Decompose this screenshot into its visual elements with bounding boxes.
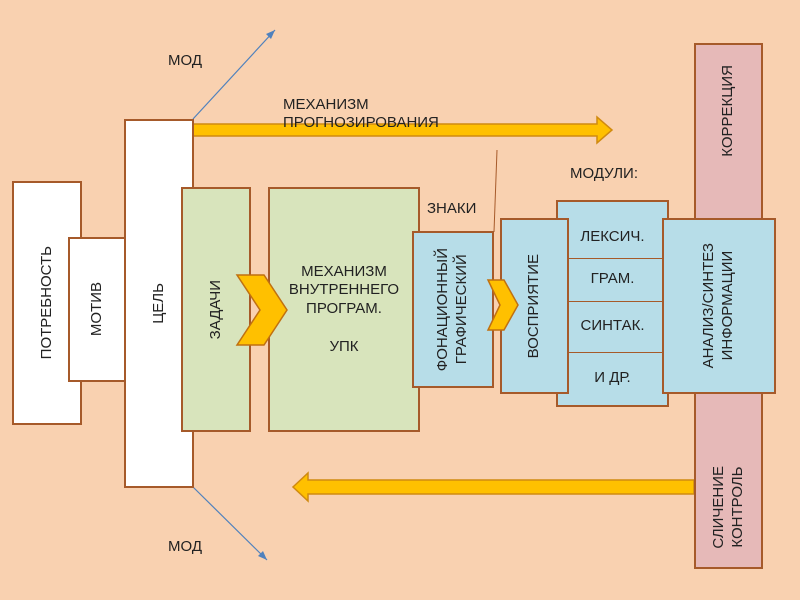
correction-box: КОРРЕКЦИЯ bbox=[694, 43, 763, 233]
phonation-box: ФОНАЦИОННЫЙ ГРАФИЧЕСКИЙ bbox=[412, 231, 494, 388]
signs-label: ЗНАКИ bbox=[427, 200, 477, 217]
comparison-box: СЛИЧЕНИЕ КОНТРОЛЬ bbox=[694, 390, 763, 569]
mod-bottom-arrowhead bbox=[258, 551, 267, 560]
analysis-box: АНАЛИЗ/СИНТЕЗ ИНФОРМАЦИИ bbox=[662, 218, 776, 394]
mod-bottom-line bbox=[192, 486, 268, 561]
module-row: ГРАМ. bbox=[558, 258, 667, 302]
goal-label: ЦЕЛЬ bbox=[149, 283, 167, 324]
inner-program-label: МЕХАНИЗМ ВНУТРЕННЕГО ПРОГРАМ. УПК bbox=[288, 262, 400, 355]
need-label: ПОТРЕБНОСТЬ bbox=[37, 246, 55, 360]
mod-top-arrowhead bbox=[266, 30, 275, 39]
motive-label: МОТИВ bbox=[87, 282, 105, 337]
module-row: И ДР. bbox=[558, 352, 667, 405]
analysis-label: АНАЛИЗ/СИНТЕЗ ИНФОРМАЦИИ bbox=[700, 243, 736, 369]
module-label: СИНТАК. bbox=[580, 317, 645, 335]
tasks-label: ЗАДАЧИ bbox=[206, 279, 224, 340]
mod-bottom-label: МОД bbox=[168, 538, 202, 555]
mod-top-label: МОД bbox=[168, 52, 202, 69]
forecast-label: МЕХАНИЗМ ПРОГНОЗИРОВАНИЯ bbox=[283, 96, 439, 131]
perception-box: ВОСПРИЯТИЕ bbox=[500, 218, 569, 394]
comparison-label: СЛИЧЕНИЕ КОНТРОЛЬ bbox=[709, 466, 746, 549]
signs-line bbox=[493, 149, 498, 233]
forecast-arrow bbox=[192, 115, 614, 145]
inner-program-box: МЕХАНИЗМ ВНУТРЕННЕГО ПРОГРАМ. УПК bbox=[268, 187, 420, 432]
module-label: ЛЕКСИЧ. bbox=[580, 227, 645, 245]
module-label: И ДР. bbox=[594, 369, 631, 387]
modules-box: ЛЕКСИЧ. ГРАМ. СИНТАК. И ДР. bbox=[556, 200, 669, 407]
phonation-label: ФОНАЦИОННЫЙ ГРАФИЧЕСКИЙ bbox=[434, 247, 470, 372]
correction-label: КОРРЕКЦИЯ bbox=[719, 65, 737, 157]
perception-label: ВОСПРИЯТИЕ bbox=[525, 253, 543, 359]
motive-box: МОТИВ bbox=[68, 237, 126, 382]
feedback-arrow bbox=[291, 471, 695, 503]
module-label: ГРАМ. bbox=[590, 270, 635, 288]
mod-top-line bbox=[192, 29, 276, 120]
module-row: СИНТАК. bbox=[558, 301, 667, 353]
tasks-box: ЗАДАЧИ bbox=[181, 187, 251, 432]
module-row: ЛЕКСИЧ. bbox=[558, 216, 667, 259]
modules-title: МОДУЛИ: bbox=[570, 165, 638, 182]
